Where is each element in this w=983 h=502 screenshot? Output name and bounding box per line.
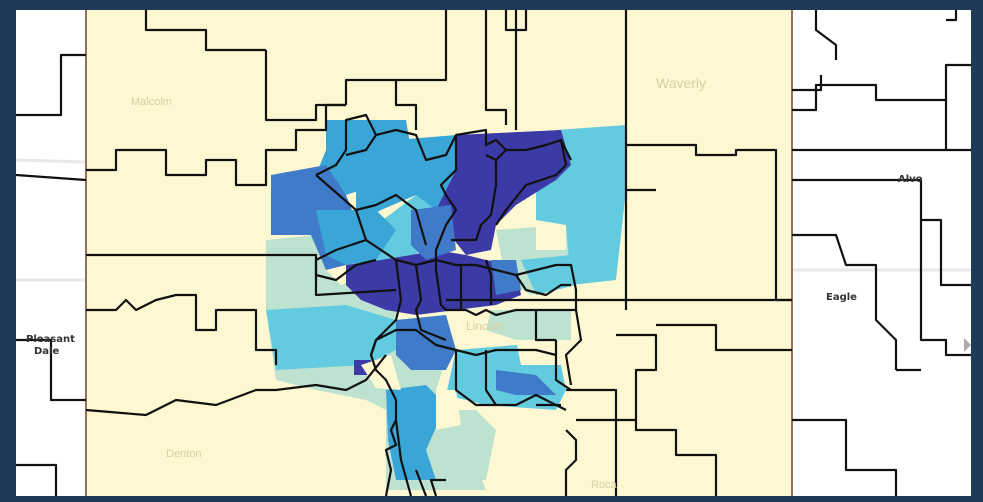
region-none (536, 225, 566, 250)
region-blue (411, 205, 456, 260)
place-label-eagle: Eagle (826, 292, 857, 303)
region-light (486, 310, 571, 340)
region-dark (436, 130, 571, 255)
place-label-malcolm: Malcolm (131, 96, 172, 108)
pan-right-icon[interactable] (964, 338, 971, 352)
boundary-lines (16, 10, 971, 496)
place-label-pleasant-dale-line2: Dale (34, 346, 59, 357)
place-label-roca: Roca (591, 479, 618, 491)
region-none (361, 355, 401, 390)
map-view[interactable]: Malcolm Waverly Denton Lincoln Roca Alvo… (16, 10, 971, 496)
region-mid (316, 210, 396, 265)
region-blue (396, 315, 456, 370)
place-label-denton: Denton (166, 448, 201, 460)
choropleth-layer (266, 120, 626, 490)
region-blue (496, 370, 556, 395)
region-none (436, 390, 461, 430)
place-label-alvo: Alvo (898, 174, 923, 185)
place-label-lincoln: Lincoln (466, 319, 504, 333)
region-cyan (266, 305, 396, 370)
region-none (516, 340, 561, 365)
map-canvas[interactable]: Malcolm Waverly Denton Lincoln Roca Alvo… (16, 10, 971, 496)
place-label-waverly: Waverly (656, 75, 706, 91)
place-labels: Malcolm Waverly Denton Lincoln Roca Alvo… (26, 75, 923, 491)
place-label-pleasant-dale-line1: Pleasant (26, 334, 75, 345)
region-blue (491, 260, 521, 295)
